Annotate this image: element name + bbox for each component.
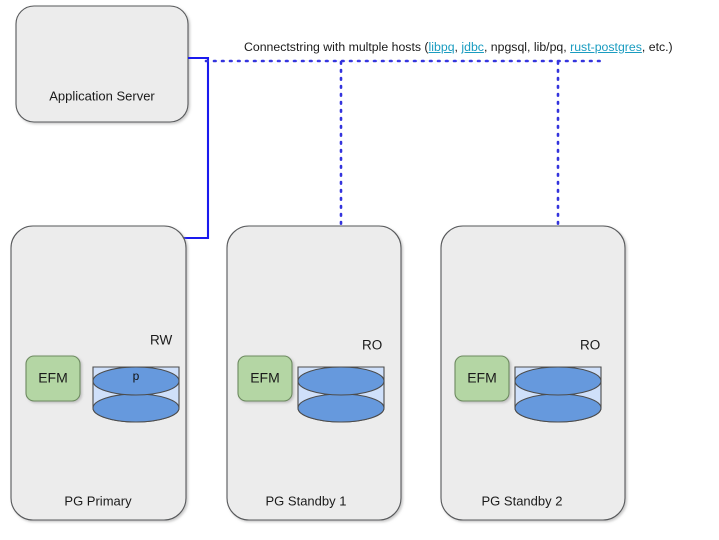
efm-box[interactable] [454,355,510,402]
driver-separator: , [483,40,491,54]
pg-primary-label: PG Primary [64,493,132,508]
driver-rust-postgres[interactable]: rust-postgres [570,40,642,54]
connectstring-prefix: Connectstring with multple hosts ( [244,40,429,54]
efm-label: EFM [250,370,280,386]
driver-npgsql: npgsql [490,40,528,54]
driver-separator: , [563,40,571,54]
efm-box[interactable] [237,355,293,402]
pg-standby-1-database-cylinder[interactable] [297,366,385,423]
driver-jdbc[interactable]: jdbc [461,40,484,54]
application-server-node[interactable]: Application Server [15,5,189,123]
driver-separator: , [527,40,534,54]
db-primary-marker: p [133,369,140,383]
pg-standby-1-node[interactable]: EFM RO PG Standby 1 [226,225,402,521]
db-cylinder-top [92,366,180,396]
pg-primary-efm-badge[interactable]: EFM [25,355,81,402]
driver-list: libpq, jdbc, npgsql, lib/pq, rust-postgr… [429,40,642,54]
pg-primary-node[interactable]: EFM p RW PG Primary [10,225,187,521]
efm-label: EFM [38,370,68,386]
db-cylinder-bottom [514,393,602,423]
driver-lib-pq: lib/pq [533,40,564,54]
db-cylinder-bottom [297,393,385,423]
pg-primary-database-cylinder[interactable]: p [92,366,180,423]
connectstring-caption: Connectstring with multple hosts (libpq,… [244,40,673,54]
db-cylinder-top [514,366,602,396]
pg-standby-2-label: PG Standby 2 [482,493,563,508]
pg-standby-1-mode-label: RO [362,338,382,353]
pg-standby-2-efm-badge[interactable]: EFM [454,355,510,402]
pg-standby-1-label: PG Standby 1 [266,493,347,508]
pg-standby-1-efm-badge[interactable]: EFM [237,355,293,402]
application-server-box[interactable] [15,5,189,123]
efm-box[interactable] [25,355,81,402]
application-server-label: Application Server [49,88,155,103]
driver-separator: , [454,40,462,54]
db-cylinder-bottom [92,393,180,423]
db-cylinder-top [297,366,385,396]
pg-primary-mode-label: RW [150,333,173,348]
driver-libpq[interactable]: libpq [428,40,455,54]
pg-standby-2-mode-label: RO [580,338,600,353]
efm-label: EFM [467,370,497,386]
connectstring-suffix: , etc.) [641,40,673,54]
pg-standby-2-node[interactable]: EFM RO PG Standby 2 [440,225,626,521]
pg-standby-2-database-cylinder[interactable] [514,366,602,423]
